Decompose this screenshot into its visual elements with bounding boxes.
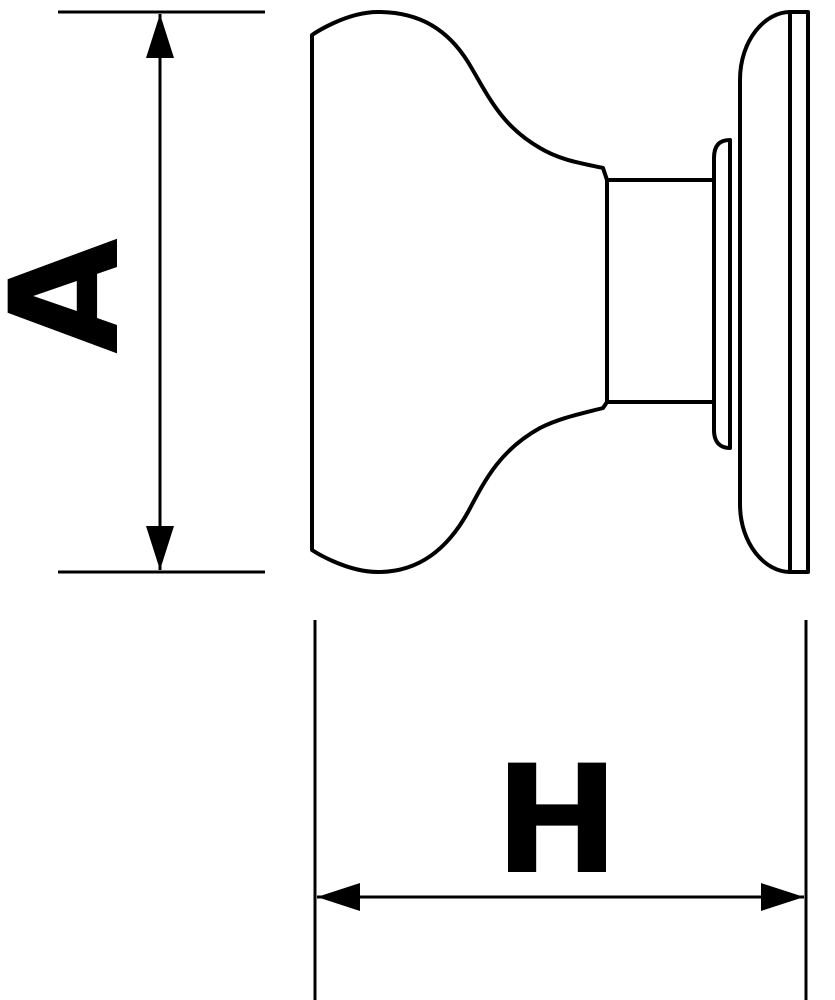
dimension-a-arrow-bottom — [146, 526, 174, 570]
knob-base — [738, 10, 810, 574]
dimension-a-label: A — [0, 238, 153, 354]
dimension-h: H — [313, 620, 808, 1000]
dimension-a-arrow-top — [146, 14, 174, 58]
knob-neck — [605, 178, 716, 404]
dimension-h-label: H — [494, 734, 620, 908]
dimension-h-arrow-right — [761, 883, 804, 911]
dimension-a: A — [0, 10, 265, 574]
knob-collar — [712, 138, 732, 450]
knob-head — [310, 10, 609, 574]
knob-outline — [310, 10, 810, 574]
dimension-h-arrow-left — [317, 883, 360, 911]
